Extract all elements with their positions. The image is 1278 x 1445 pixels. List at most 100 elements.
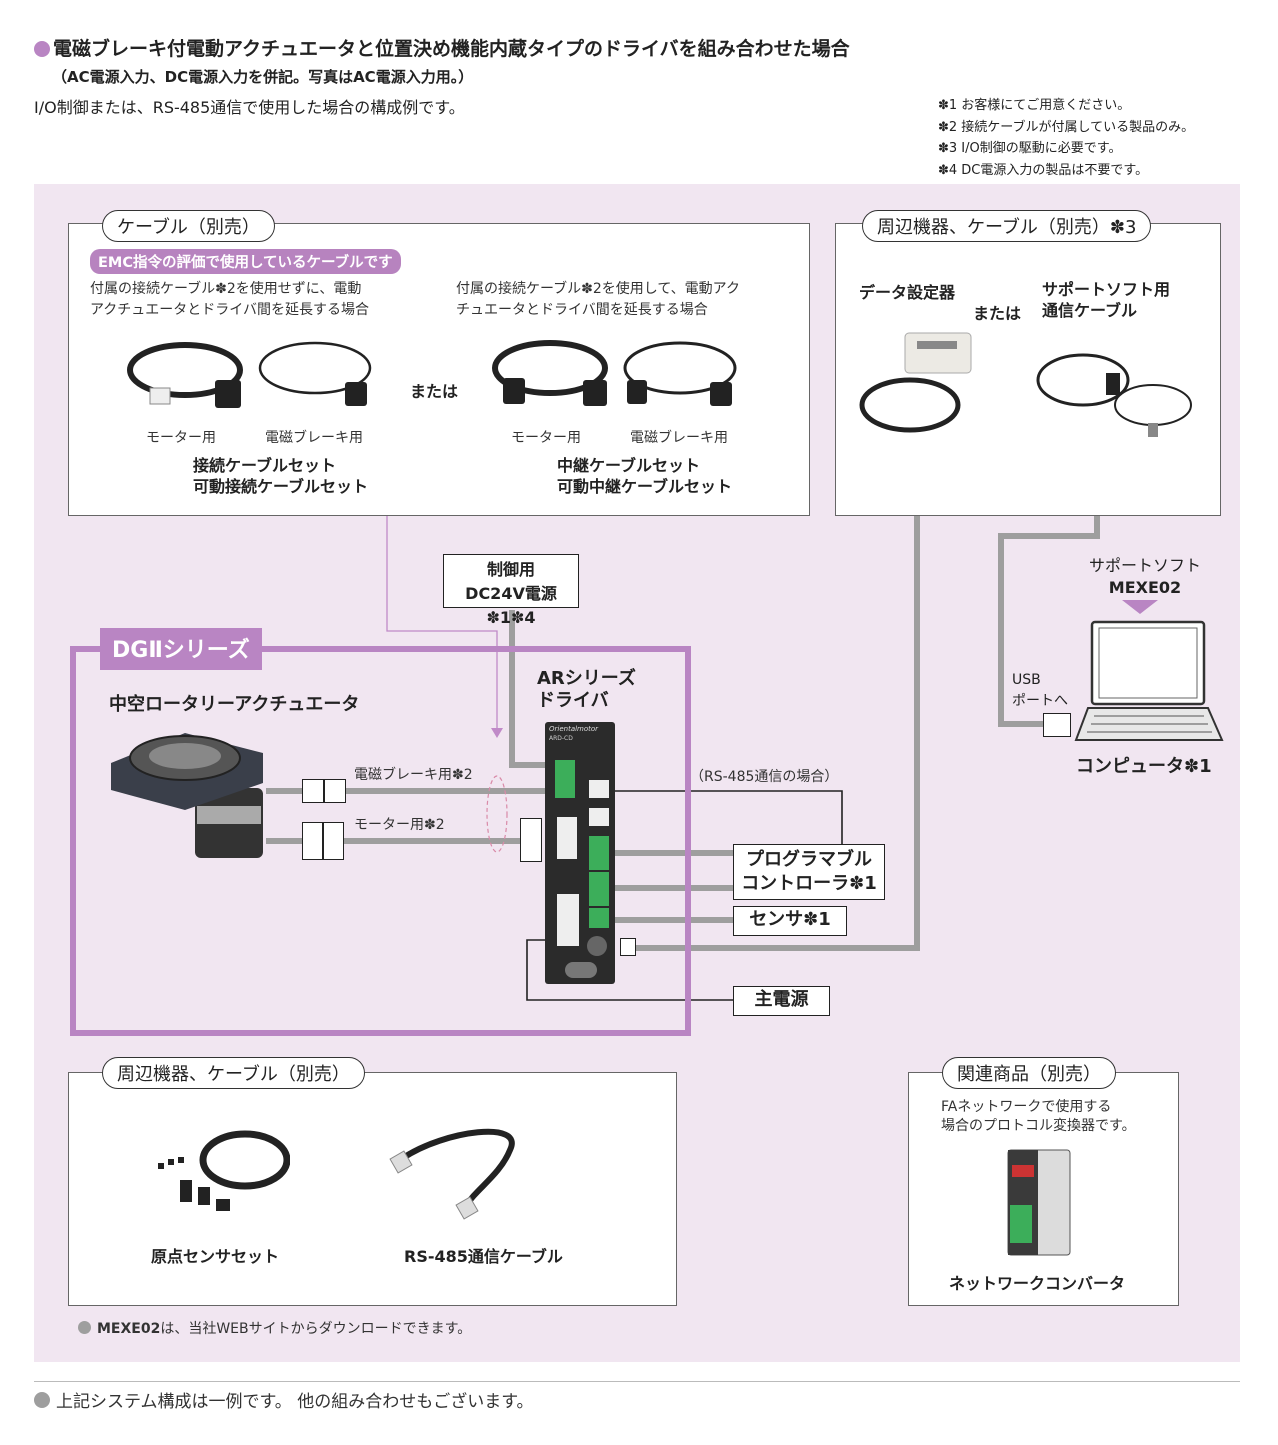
motor-cable-label: モーター用✽2 [354, 817, 445, 833]
emc-ellipse [486, 775, 508, 853]
cable-set-illustration-right [492, 340, 737, 406]
usb-cable-illustration [1036, 353, 1192, 437]
brake-connector-icon [302, 779, 346, 803]
bullet-icon [34, 41, 50, 57]
power-port-icon [557, 894, 579, 946]
footer-text: 上記システム構成は一例です。 他の組み合わせもございます。 [56, 1392, 534, 1412]
display-icon [917, 341, 957, 349]
page-subtitle: （AC電源入力、DC電源入力を併記。写真はAC電源入力用。） [52, 68, 474, 86]
connector-icon [345, 382, 367, 406]
right-set-1: 中継ケーブルセット [557, 456, 701, 475]
peripheral-bottom-box [68, 1072, 677, 1306]
dc24v-power-box: 制御用 DC24V電源✽1✽4 [443, 554, 579, 627]
motor-connector-icon [302, 822, 344, 860]
right-set-2: 可動中継ケーブルセット [557, 477, 733, 496]
sensor-bracket-icon [180, 1180, 192, 1202]
cable-link-line [386, 515, 498, 734]
related-desc-2: 場合のプロトコル変換器です。 [941, 1118, 1136, 1134]
ground-terminal-icon [565, 962, 597, 978]
cable-coil-icon [859, 377, 961, 433]
related-desc-1: FAネットワークで使用する [941, 1099, 1112, 1115]
cable-coil-icon [1036, 353, 1130, 407]
actuator-illustration [111, 733, 263, 858]
left-set-names: 接続ケーブルセット 可動接続ケーブルセット [193, 455, 368, 497]
right-set-names: 中継ケーブルセット 可動中継ケーブルセット [557, 455, 732, 497]
connector-icon [503, 378, 525, 404]
support-soft-label: サポートソフト [1088, 556, 1201, 575]
page-title: 電磁ブレーキ付電動アクチュエータと位置決め機能内蔵タイプのドライバを組み合わせた… [34, 34, 850, 61]
plc-box: プログラマブル コントローラ✽1 [733, 844, 885, 900]
dg-series-tab: DGⅡシリーズ [100, 628, 262, 670]
motor-cable-coil-icon [127, 342, 243, 398]
rs485-case-label: （RS-485通信の場合） [690, 769, 839, 785]
plc-line-2-text: コントローラ✽1 [741, 873, 877, 894]
motor-label-right: モーター用 [511, 430, 581, 446]
mexe02-label: MEXE02 [1108, 578, 1182, 597]
cable-box-title: ケーブル（別売） [102, 210, 275, 242]
or-label-1: または [410, 382, 459, 401]
ar-driver: Orientalmotor ARD-CD [545, 722, 615, 984]
mexe-note-bold: MEXE02 [97, 1321, 161, 1337]
arrow-icon [491, 728, 503, 738]
right-desc-line-1: 付属の接続ケーブル✽2を使用して、電動アク [456, 281, 740, 297]
rj45-plug-icon [389, 1150, 413, 1174]
brake-cable-coil-icon [623, 341, 737, 395]
page-title-text: 電磁ブレーキ付電動アクチュエータと位置決め機能内蔵タイプのドライバを組み合わせた… [53, 38, 850, 60]
peripheral-bottom-title: 周辺機器、ケーブル（別売） [102, 1057, 365, 1089]
actuator-label: 中空ロータリーアクチュエータ [109, 694, 360, 715]
network-converter-label: ネットワークコンバータ [949, 1274, 1126, 1293]
driver-motor-connector-icon [520, 818, 542, 862]
support-cable-2: 通信ケーブル [1042, 301, 1138, 320]
main-power-box: 主電源 [733, 986, 830, 1016]
motor-cable-coil-icon [492, 340, 608, 396]
usb-line-2: ポートへ [1012, 693, 1068, 709]
driver-label-2: ドライバ [537, 690, 609, 711]
terminal-block-icon [555, 760, 575, 798]
setter-line [634, 515, 920, 951]
bullet-icon [34, 1392, 50, 1408]
emc-badge: EMC指令の評価で使用しているケーブルです [90, 249, 401, 274]
data-setter-label: データ設定器 [859, 283, 956, 302]
left-desc: 付属の接続ケーブル✽2を使用せずに、電動 アクチュエータとドライバ間を延長する場… [90, 279, 369, 321]
rs485-cable-icon [401, 1128, 515, 1207]
left-set-2: 可動接続ケーブルセット [193, 477, 369, 496]
brake-label-left: 電磁ブレーキ用 [265, 430, 363, 446]
driver-model: ARD-CD [549, 735, 573, 742]
connector-icon [583, 380, 607, 406]
dc24v-line-2: DC24V電源✽1✽4 [465, 584, 557, 627]
rs485-cable-label: RS-485通信ケーブル [404, 1247, 563, 1266]
driver-label: ARシリーズ ドライバ [537, 668, 636, 712]
page-description: I/O制御または、RS-485通信で使用した場合の構成例です。 [34, 98, 465, 117]
footer-note: 上記システム構成は一例です。 他の組み合わせもございます。 [34, 1387, 534, 1412]
sensor-cable-coil-icon [199, 1130, 290, 1190]
data-port-icon [587, 936, 607, 956]
left-desc-line-1: 付属の接続ケーブル✽2を使用せずに、電動 [90, 281, 362, 297]
brake-cable-label: 電磁ブレーキ用✽2 [354, 767, 473, 783]
connector-icon [710, 382, 732, 406]
sensor-head-icon [216, 1199, 230, 1211]
brake-label-right: 電磁ブレーキ用 [630, 430, 728, 446]
footer-divider [34, 1381, 1240, 1382]
left-desc-line-2: アクチュエータとドライバ間を延長する場合 [90, 302, 370, 318]
main-power-line [526, 939, 733, 1001]
rs485-port-icon [589, 808, 609, 826]
converter-icon [1106, 373, 1120, 395]
converter-display-icon [1012, 1165, 1034, 1177]
rs485-cable-illustration [389, 1128, 515, 1220]
computer-label: コンピュータ✽1 [1076, 756, 1212, 777]
driver-brand: Orientalmotor [549, 725, 599, 733]
connector-icon [149, 387, 171, 405]
peripheral-top-title: 周辺機器、ケーブル（別売）✽3 [862, 210, 1152, 242]
motor-port-icon [557, 817, 577, 859]
data-setter-port-icon [620, 938, 636, 956]
dg-series-box [70, 646, 691, 1036]
down-arrow-icon [1122, 600, 1158, 614]
home-sensor-label: 原点センサセット [151, 1247, 280, 1266]
brake-cable-coil-icon [258, 341, 372, 395]
sensor-box: センサ✽1 [733, 906, 847, 936]
usb-port-icon [1043, 713, 1071, 737]
io-terminal-icon [589, 836, 609, 870]
bullet-icon [78, 1321, 91, 1334]
hollow-center-icon [149, 743, 221, 769]
data-setter-icon [904, 332, 972, 374]
